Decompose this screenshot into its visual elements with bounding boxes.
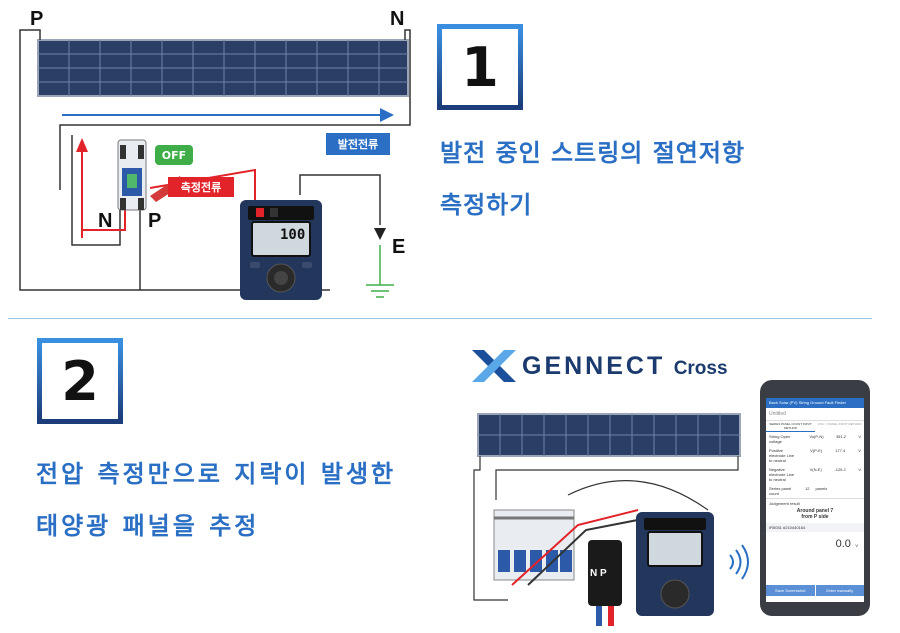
label-e: E: [392, 236, 406, 258]
gennect-x-logo-icon: [472, 350, 516, 382]
wireless-signal-icon: [729, 544, 749, 580]
row1-label: Positive electrode Line to neutral: [769, 448, 795, 463]
save-screenshot-button[interactable]: Save Screenshot: [766, 585, 815, 596]
phone-row-1: Positive electrode Line to neutral V(P-E…: [766, 446, 864, 465]
row0-label: String Open voltage: [769, 434, 791, 444]
phone-row-2: Negative electrode Line to neutral V(N-E…: [766, 465, 864, 484]
solar-panel-string-bottom: [477, 413, 741, 457]
clamp-np-label: N P: [590, 568, 607, 579]
smartphone: Back Solar (PV) String Ground Fault Find…: [760, 380, 870, 616]
phone-untitled: Untitled: [766, 408, 864, 421]
enter-manually-button[interactable]: Enter manually: [815, 585, 864, 596]
reading-unit: V: [855, 543, 858, 548]
row1-value: 177.4: [835, 448, 846, 453]
clamp-adapter: [588, 540, 622, 626]
row2-sym: V(N-E): [809, 467, 822, 472]
step1-title-line1: 발전 중인 스트링의 절연저항: [440, 139, 746, 167]
meter-display-value: 100: [280, 227, 306, 243]
gennect-brand-name: GENNECT: [522, 352, 666, 380]
row0-sym: Vo(P-N): [809, 434, 824, 439]
label-n-bottom: N: [98, 210, 113, 232]
clamp-p-label: P: [600, 568, 607, 579]
ground-symbol: [366, 245, 394, 298]
phone-reading: 0.0 V: [766, 532, 864, 554]
step1-title-line2: 측정하기: [440, 191, 533, 219]
combiner-box: [493, 509, 575, 581]
phone-screen: Back Solar (PV) String Ground Fault Find…: [766, 398, 864, 602]
phone-col-right[interactable]: VOC / I PANEL INPUT METHOD: [817, 422, 862, 426]
phone-result-line1: Around panel 7: [796, 508, 834, 514]
row0-value: 351.2: [835, 434, 846, 439]
gennect-brand-suffix: Cross: [673, 358, 728, 379]
phone-col-left[interactable]: SERIES PANEL COUNT INPUT METHOD: [766, 421, 815, 432]
phone-device-id[interactable]: IR5051 #210440164: [766, 523, 864, 532]
label-p-bottom: P: [148, 210, 162, 232]
insulation-tester-step1: [240, 200, 322, 300]
step1-diagram: [19, 29, 411, 300]
phone-row-0: String Open voltage Vo(P-N) 351.2 V: [766, 432, 864, 446]
reading-value: 0.0: [835, 538, 851, 550]
step-number-1: 1: [437, 24, 523, 110]
row2-label: Negative electrode Line to neutral: [769, 467, 795, 482]
step2-title-line1: 전압 측정만으로 지락이 발생한: [36, 460, 397, 488]
solar-panel-string-top: [37, 39, 409, 97]
power-current-tag: 발전전류: [326, 133, 390, 155]
insulation-tester-step2: [636, 512, 714, 616]
phone-series-row[interactable]: Series panel count 12 panels: [766, 484, 864, 498]
disconnect-switch: [117, 139, 147, 211]
label-n-top: N: [390, 8, 405, 30]
series-label: Series panel count: [769, 486, 792, 496]
off-tag: OFF: [155, 145, 193, 165]
step-number-2: 2: [37, 338, 123, 424]
step2-diagram: [473, 413, 749, 626]
row1-unit: V: [858, 448, 861, 453]
step2-title-line2: 태양광 패널을 추정: [36, 512, 260, 540]
row0-unit: V: [858, 434, 861, 439]
measure-current-tag: 측정전류: [168, 177, 234, 197]
gennect-brand: GENNECT Cross: [522, 352, 728, 381]
phone-result-line2: from P side: [801, 514, 829, 520]
row1-sym: V(P-E): [810, 448, 823, 453]
clamp-n-label: N: [590, 568, 598, 579]
row2-unit: V: [858, 467, 861, 472]
series-unit: panels: [815, 486, 828, 491]
row2-value: -125.2: [834, 467, 846, 472]
series-value: 12: [805, 486, 810, 491]
phone-judgement: Judgement result: [766, 498, 864, 508]
label-p-top: P: [30, 8, 44, 30]
section-divider: [8, 318, 872, 319]
phone-header[interactable]: Back Solar (PV) String Ground Fault Find…: [766, 398, 864, 408]
